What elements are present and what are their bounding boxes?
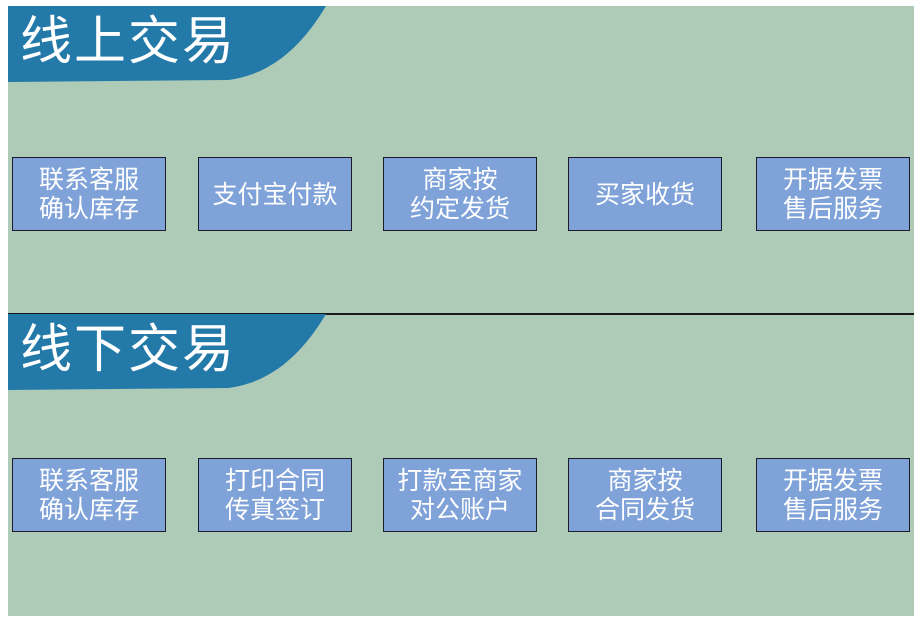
offline-step-2: 打印合同 传真签订 [198,458,352,532]
online-step-2-line-1: 支付宝付款 [212,179,338,209]
online-step-1: 联系客服 确认库存 [12,157,166,231]
online-step-4-line-1: 买家收货 [594,179,695,209]
section-divider [8,313,914,315]
online-step-3-line-1: 商家按 [422,165,498,194]
offline-step-4-line-2: 合同发货 [594,495,695,524]
offline-step-5-line-2: 售后服务 [782,495,883,524]
offline-step-1: 联系客服 确认库存 [12,458,166,532]
offline-step-5-line-1: 开据发票 [782,466,883,495]
offline-step-1-line-1: 联系客服 [38,466,139,495]
online-step-2: 支付宝付款 [198,157,352,231]
offline-step-2-line-2: 传真签订 [224,495,325,524]
offline-step-1-line-2: 确认库存 [38,495,139,524]
online-step-1-line-2: 确认库存 [38,194,139,223]
offline-step-3-line-2: 对公账户 [409,495,510,524]
banner-shape [8,6,326,82]
offline-step-3: 打款至商家 对公账户 [383,458,537,532]
offline-step-4: 商家按 合同发货 [568,458,722,532]
banner-shape [8,314,326,390]
online-step-1-line-1: 联系客服 [38,165,139,194]
offline-step-4-line-1: 商家按 [607,466,683,495]
offline-step-2-line-1: 打印合同 [224,466,325,495]
online-section-title: 线上交易 [20,12,237,72]
online-step-5-line-1: 开据发票 [782,165,883,194]
online-section-banner: 线上交易 [8,6,328,82]
offline-section-title: 线下交易 [20,320,237,380]
online-step-3-line-2: 约定发货 [409,194,510,223]
online-step-3: 商家按 约定发货 [383,157,537,231]
offline-step-5: 开据发票 售后服务 [756,458,910,532]
offline-section-banner: 线下交易 [8,314,328,390]
online-step-5-line-2: 售后服务 [782,194,883,223]
offline-step-3-line-1: 打款至商家 [397,466,523,495]
online-step-5: 开据发票 售后服务 [756,157,910,231]
online-step-4: 买家收货 [568,157,722,231]
